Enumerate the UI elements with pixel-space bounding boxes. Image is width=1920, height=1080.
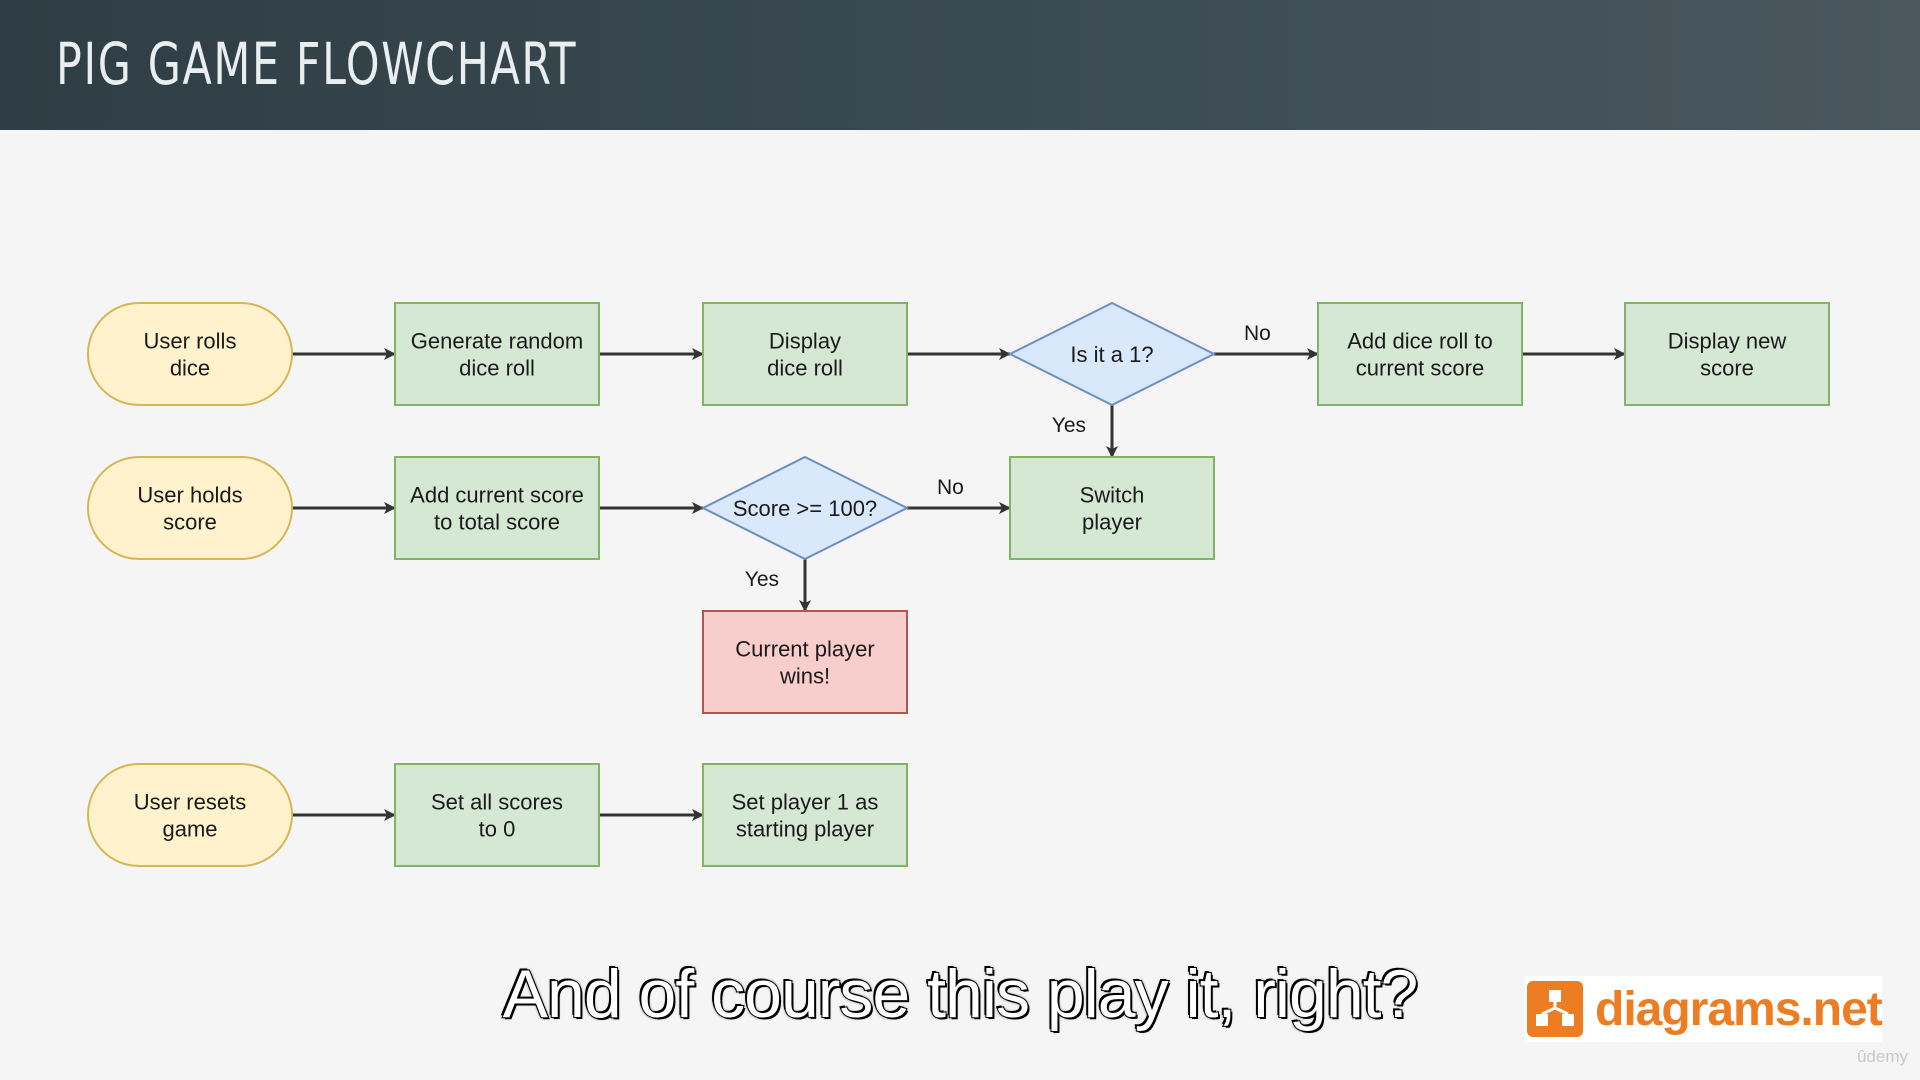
edge-label: No	[937, 476, 964, 499]
node-label-line: dice roll	[459, 356, 535, 381]
node-label-line: User holds	[137, 483, 242, 508]
node-label-line: Score >= 100?	[733, 496, 877, 521]
decision-shape	[1007, 301, 1217, 407]
node-label-line: starting player	[736, 817, 874, 842]
terminator-shape	[87, 763, 293, 867]
node-label-line: dice roll	[767, 356, 843, 381]
process-shape	[702, 763, 908, 867]
edge-label: No	[1244, 322, 1271, 345]
udemy-watermark: ûdemy	[1856, 1047, 1908, 1066]
node-score-gte-100: Score >= 100?	[700, 455, 910, 561]
diagrams-net-icon	[1527, 981, 1583, 1037]
node-label-line: current score	[1356, 356, 1484, 381]
process-shape	[702, 302, 908, 406]
node-label-line: Add current score	[410, 483, 584, 508]
video-subtitle: And of course this play it, right?	[502, 955, 1420, 1033]
node-label-line: player	[1082, 510, 1142, 535]
terminator-shape	[87, 302, 293, 406]
node-label-line: score	[163, 510, 217, 535]
node-label-line: Display	[769, 329, 841, 354]
process-shape	[1009, 456, 1215, 560]
edge-label: Yes	[745, 568, 779, 591]
edge-label: Yes	[1052, 414, 1086, 437]
node-is-it-a-1: Is it a 1?	[1007, 301, 1217, 407]
node-label-line: Is it a 1?	[1070, 342, 1153, 367]
process-shape	[1317, 302, 1523, 406]
node-label-line: Current player	[735, 637, 874, 662]
node-label-line: score	[1700, 356, 1754, 381]
node-label-line: Switch	[1080, 483, 1145, 508]
node-label-line: Set player 1 as	[732, 790, 879, 815]
node-label-line: to total score	[434, 510, 560, 535]
node-label-line: dice	[170, 356, 210, 381]
process-shape	[1624, 302, 1830, 406]
terminator-shape	[87, 456, 293, 560]
title-bar: PIG GAME FLOWCHART	[0, 0, 1920, 130]
node-label-line: User rolls	[144, 329, 237, 354]
process-shape	[394, 302, 600, 406]
process-shape	[394, 763, 600, 867]
node-label-line: Generate random	[411, 329, 583, 354]
node-label-line: game	[162, 817, 217, 842]
end-shape	[702, 610, 908, 714]
node-label-line: Set all scores	[431, 790, 563, 815]
node-label-line: Display new	[1668, 329, 1787, 354]
decision-shape	[700, 455, 910, 561]
slide-title: PIG GAME FLOWCHART	[56, 30, 578, 98]
node-label-line: to 0	[479, 817, 516, 842]
diagrams-net-wordmark: diagrams.net	[1595, 982, 1883, 1036]
process-shape	[394, 456, 600, 560]
node-label-line: Add dice roll to	[1347, 329, 1493, 354]
diagrams-net-logo: diagrams.net	[1525, 976, 1883, 1042]
node-label-line: User resets	[134, 790, 246, 815]
node-label-line: wins!	[779, 664, 830, 689]
